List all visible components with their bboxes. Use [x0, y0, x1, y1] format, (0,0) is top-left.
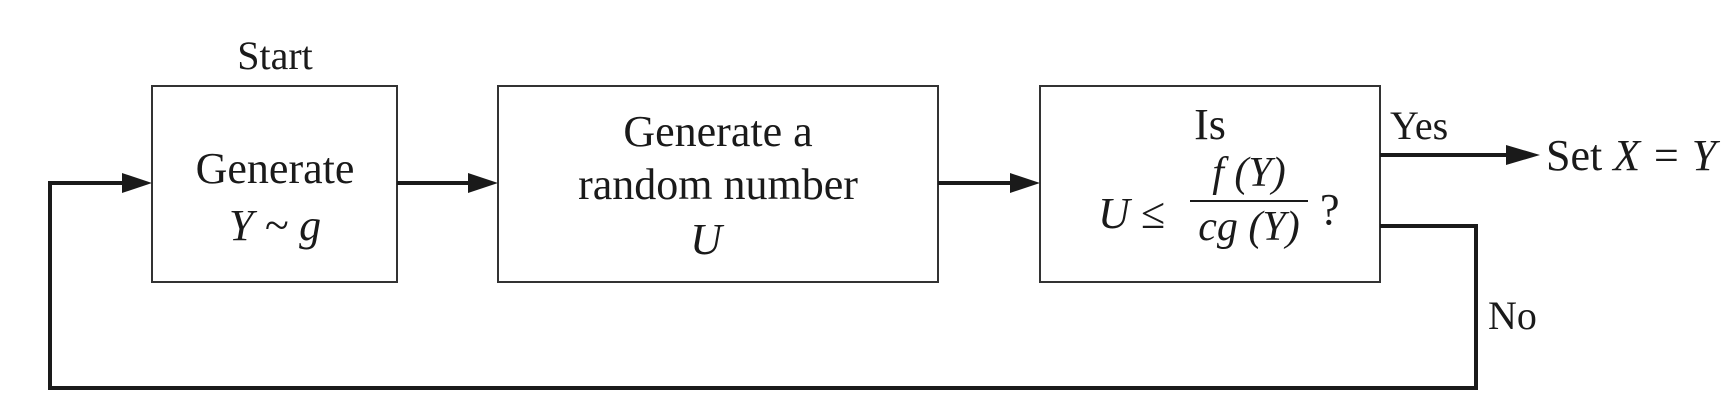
box3-question-mark: ?	[1320, 185, 1340, 234]
fraction-denominator: cg (Y)	[1198, 204, 1300, 250]
box1-line1: Generate	[195, 144, 355, 193]
generate-u-box	[497, 85, 939, 283]
yes-arrow-head	[1506, 145, 1540, 165]
result-expression: X = Y	[1613, 131, 1717, 180]
acceptance-fraction: f (Y) cg (Y)	[1188, 152, 1310, 248]
box3-inequality-lhs: U ≤	[1098, 189, 1165, 238]
box2-line2: random number	[578, 160, 858, 209]
result-label: Set X = Y	[1546, 134, 1716, 178]
no-loop-arrow-head	[122, 173, 152, 193]
yes-label: Yes	[1390, 103, 1449, 148]
box1-line2: Y ~ g	[228, 201, 322, 250]
no-label: No	[1488, 293, 1537, 338]
generate-y-box	[151, 85, 398, 283]
start-label: Start	[237, 33, 313, 78]
no-loop-line	[48, 181, 1478, 390]
arrow-box1-to-box2-head	[468, 173, 498, 193]
box2-line3: U	[690, 215, 722, 264]
arrow-box2-to-box3-head	[1010, 173, 1040, 193]
acceptance-test-box	[1039, 85, 1381, 283]
fraction-bar	[1190, 200, 1308, 202]
fraction-numerator: f (Y)	[1212, 150, 1286, 196]
result-prefix: Set	[1546, 131, 1603, 180]
box3-line1: Is	[1194, 100, 1226, 149]
box2-line1: Generate a	[623, 107, 813, 156]
